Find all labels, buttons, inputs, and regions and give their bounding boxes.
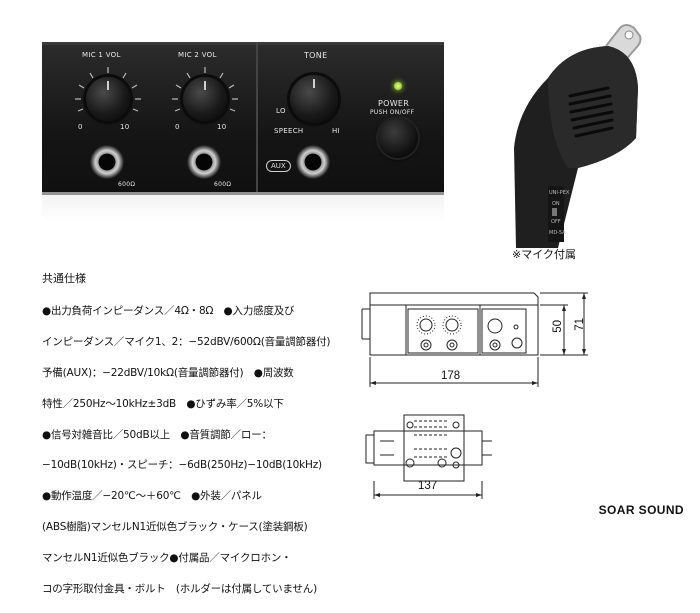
spec-line: ●信号対雑音比／50dB以上 ●音質調節／ロー： [42, 428, 272, 441]
depth-dimension: 137 [418, 480, 438, 492]
mic2-vol-label: MIC 2 VOL [178, 51, 217, 59]
spec-line: 予備(AUX)：−22dBV/10kΩ(音量調節器付) ●周波数 [42, 367, 294, 380]
tone-label: TONE [304, 51, 328, 60]
microphone-photo: UNI-PEX ON OFF MD-5A [514, 24, 642, 248]
mic-brand-text: UNI-PEX [549, 190, 570, 196]
spec-line: −10dB(10kHz)・スピーチ：−6dB(250Hz)−10dB(10kHz… [42, 459, 322, 472]
mic2-scale-max: 10 [217, 123, 227, 131]
dimension-drawing [361, 292, 588, 499]
tone-hi-label: HI [332, 127, 340, 135]
svg-text:OFF: OFF [551, 219, 561, 225]
spec-line: コの字形取付金具・ボルト (ホルダーは付属していません) [42, 582, 317, 595]
mic2-input-jack[interactable] [187, 145, 221, 179]
power-button[interactable] [378, 118, 418, 158]
mic1-scale-max: 10 [120, 123, 130, 131]
amplifier-front-panel: MIC 1 VOL MIC 2 VOL TONE 0 10 0 10 LO [42, 42, 444, 195]
aux-label-box: AUX [266, 160, 291, 172]
aux-input-jack[interactable] [296, 145, 330, 179]
width-dimension: 178 [441, 370, 461, 382]
total-height-dimension: 71 [574, 318, 586, 331]
spec-line: ●出力負荷インピーダンス／4Ω・8Ω ●入力感度及び [42, 305, 295, 318]
tone-knob[interactable] [290, 75, 338, 123]
spec-line: 特性／250Hz〜10kHz±3dB ●ひずみ率／5%以下 [42, 397, 284, 410]
top-view-outline [373, 430, 483, 466]
power-sub-label: PUSH ON/OFF [370, 109, 415, 116]
mic1-input-jack[interactable] [90, 145, 124, 179]
power-label: POWER [378, 99, 410, 108]
spec-line: ●動作温度／−20℃〜＋60℃ ●外装／パネル [42, 490, 262, 503]
mic1-scale-min: 0 [78, 123, 83, 131]
power-led [394, 82, 402, 90]
brand-logo-text: SOAR SOUND [598, 503, 684, 517]
mic1-volume-knob[interactable] [86, 77, 130, 121]
spec-line: インピーダンス／マイク1、2：−52dBV/600Ω(音量調節器付) [42, 336, 331, 349]
mic2-scale-min: 0 [175, 123, 180, 131]
knob-scale-marks [75, 67, 238, 112]
mic2-impedance: 600Ω [214, 181, 232, 188]
tone-speech-label: SPEECH [274, 127, 304, 135]
svg-text:ON: ON [552, 201, 560, 207]
spec-line: マンセルN1近似色ブラック●付属品／マイクロホン・ [42, 551, 292, 564]
front-view-outline [369, 292, 539, 356]
mic1-vol-label: MIC 1 VOL [82, 51, 121, 59]
panel-divider [256, 42, 258, 192]
tone-lo-label: LO [276, 107, 286, 115]
spec-line: (ABS樹脂)マンセルN1近似色ブラック・ケース(塗装鋼板) [42, 521, 308, 534]
mic2-volume-knob[interactable] [183, 77, 227, 121]
spec-title: 共通仕様 [42, 272, 86, 285]
panel-height-dimension: 50 [552, 320, 564, 333]
svg-text:MD-5A: MD-5A [549, 230, 566, 236]
spec-body: ●出力負荷インピーダンス／4Ω・8Ω ●入力感度及び インピーダンス／マイク1、… [42, 289, 338, 613]
mic1-impedance: 600Ω [118, 181, 136, 188]
panel-reflection [42, 192, 444, 222]
mic-caption: ※マイク付属 [512, 248, 576, 261]
